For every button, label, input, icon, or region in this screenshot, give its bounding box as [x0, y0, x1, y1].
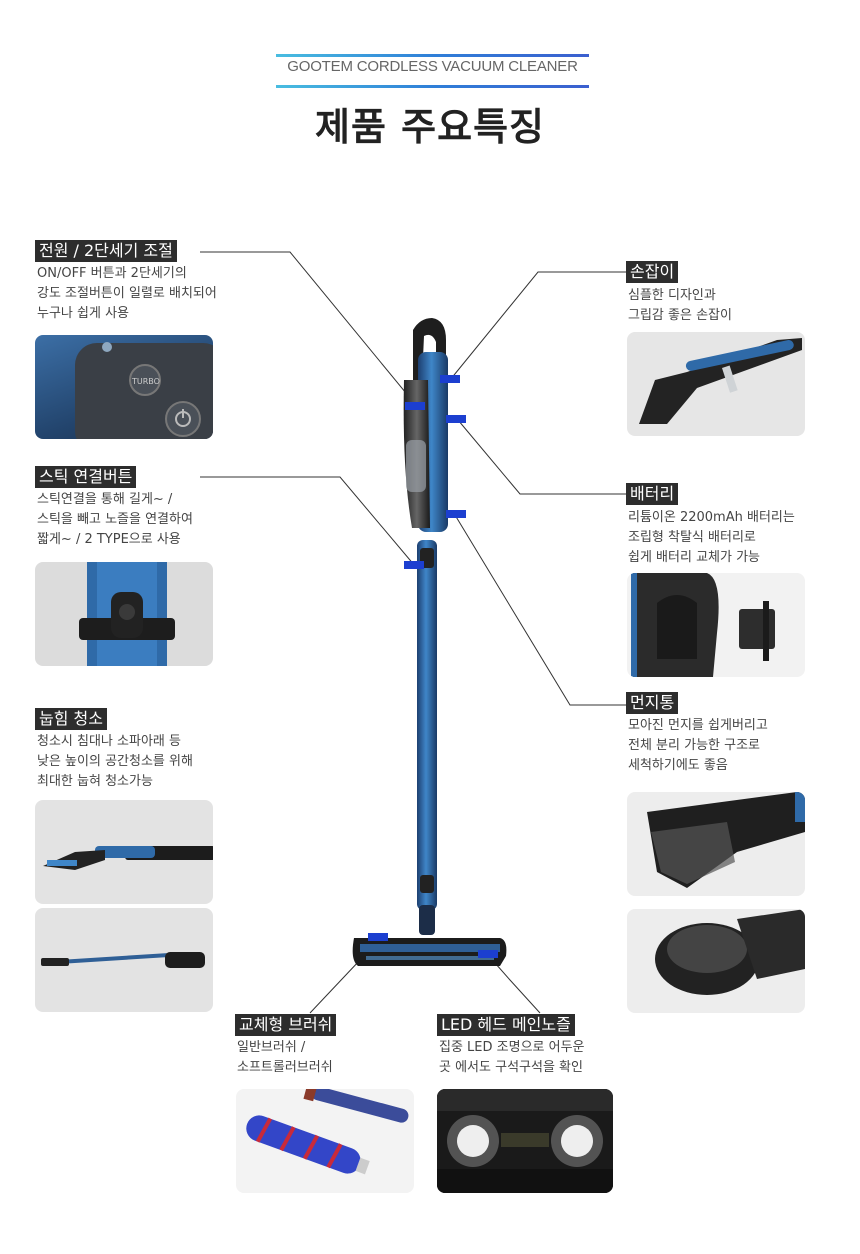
photo-power-buttons: TURBO: [35, 335, 213, 439]
marker-led: [478, 950, 498, 958]
desc-line: 심플한 디자인과: [628, 288, 716, 303]
header-top-line: [276, 54, 589, 57]
desc-line: 강도 조절버튼이 일렬로 배치되어: [37, 286, 217, 301]
photo-handle: [627, 332, 805, 436]
feature-title-brush: 교체형 브러쉬: [235, 1014, 337, 1036]
stick-button-icon: [79, 562, 175, 666]
marker-power: [405, 402, 425, 410]
leader-brush: [309, 939, 376, 1014]
desc-line: 세척하기에도 좋음: [628, 758, 728, 773]
turbo-label: TURBO: [131, 377, 160, 386]
desc-line: 전체 분리 가능한 구조로: [628, 738, 760, 753]
page-title: 제품 주요특징: [315, 105, 545, 149]
marker-stick: [404, 561, 424, 569]
leader-dustbin: [454, 514, 628, 706]
desc-line: 스틱연결을 통해 길게~ /: [37, 492, 173, 507]
feature-title-led: LED 헤드 메인노즐: [437, 1014, 575, 1036]
dustbin-icon: [647, 792, 805, 888]
photo-battery: [627, 573, 805, 677]
feature-title-handle: 손잡이: [626, 261, 679, 283]
feature-title-power: 전원 / 2단세기 조절: [35, 240, 177, 262]
brand-subtitle: GOOTEM CORDLESS VACUUM CLEANER: [287, 58, 578, 75]
photo-stick-button: [35, 562, 213, 666]
photo-led-head: [437, 1089, 613, 1193]
battery-icon: [631, 573, 775, 677]
leader-handle: [449, 271, 628, 381]
marker-handle: [440, 375, 460, 383]
leader-stick: [200, 476, 416, 567]
desc-line: 조립형 착탈식 배터리로: [628, 530, 756, 545]
vacuum-body: [418, 352, 448, 532]
marker-dustbin: [446, 510, 466, 518]
header: GOOTEM CORDLESS VACUUM CLEANER 제품 주요특징: [0, 0, 860, 170]
feature-desc-lying: 청소시 침대나 소파아래 등 낮은 높이의 공간청소를 위해 최대한 눕혀 청소…: [37, 732, 193, 792]
dustbin-open-icon: [655, 909, 805, 995]
desc-line: 일반브러쉬 /: [237, 1040, 306, 1055]
leader-lines: [200, 251, 628, 1014]
photo-brushes: [236, 1089, 414, 1193]
vacuum-handle: [413, 318, 446, 380]
desc-line: 최대한 눕혀 청소가능: [37, 774, 153, 789]
feature-desc-power: ON/OFF 버튼과 2단세기의 강도 조절버튼이 일렬로 배치되어 누구나 쉽…: [37, 264, 217, 324]
feature-desc-dustbin: 모아진 먼지를 쉽게버리고 전체 분리 가능한 구조로 세척하기에도 좋음: [628, 716, 768, 776]
desc-line: 소프트롤러브러쉬: [237, 1060, 333, 1075]
feature-desc-brush: 일반브러쉬 / 소프트롤러브러쉬: [237, 1038, 333, 1078]
feature-desc-battery: 리튬이온 2200mAh 배터리는 조립형 착탈식 배터리로 쉽게 배터리 교체…: [628, 508, 795, 568]
dust-bin: [403, 380, 430, 528]
lying-full-vacuum-icon: [41, 952, 205, 968]
handle-icon: [639, 338, 802, 424]
desc-line: 리튬이온 2200mAh 배터리는: [628, 510, 795, 525]
desc-line: 누구나 쉽게 사용: [37, 306, 129, 321]
desc-line: 모아진 먼지를 쉽게버리고: [628, 718, 768, 733]
floor-head: [352, 938, 507, 966]
desc-line: 청소시 침대나 소파아래 등: [37, 734, 181, 749]
led-lights-icon: [437, 1089, 613, 1193]
leader-power: [200, 251, 416, 405]
feature-title-lying: 눕힘 청소: [35, 708, 107, 730]
leader-battery: [457, 419, 628, 495]
marker-battery: [446, 415, 466, 423]
feature-title-stick: 스틱 연결버튼: [35, 466, 137, 488]
desc-line: 낮은 높이의 공간청소를 위해: [37, 754, 193, 769]
feature-title-dustbin: 먼지통: [626, 692, 679, 714]
photo-dustbin-attached: [627, 792, 805, 896]
feature-desc-handle: 심플한 디자인과 그립감 좋은 손잡이: [628, 286, 732, 326]
desc-line: 집중 LED 조명으로 어두운: [439, 1040, 585, 1055]
feature-title-battery: 배터리: [626, 483, 679, 505]
desc-line: 짧게~ / 2 TYPE으로 사용: [37, 532, 181, 547]
desc-line: 쉽게 배터리 교체가 가능: [628, 550, 760, 565]
desc-line: 곳 에서도 구석구석을 확인: [439, 1060, 583, 1075]
vacuum-tube: [417, 540, 437, 910]
photo-lying-full: [35, 908, 213, 1012]
feature-desc-stick: 스틱연결을 통해 길게~ / 스틱을 빼고 노즐을 연결하여 짧게~ / 2 T…: [37, 490, 193, 550]
desc-line: ON/OFF 버튼과 2단세기의: [37, 266, 187, 281]
desc-line: 스틱을 빼고 노즐을 연결하여: [37, 512, 193, 527]
photo-lying-closeup: [35, 800, 213, 904]
photo-dustbin-open: [627, 909, 805, 1013]
desc-line: 그립감 좋은 손잡이: [628, 308, 732, 323]
leader-led: [487, 954, 541, 1014]
marker-brush: [368, 933, 388, 941]
feature-desc-led: 집중 LED 조명으로 어두운 곳 에서도 구석구석을 확인: [439, 1038, 585, 1078]
header-bottom-line: [276, 85, 589, 88]
lying-vacuum-icon: [43, 846, 213, 870]
brush-rollers-icon: [246, 1089, 409, 1175]
power-button-icon: TURBO: [75, 342, 213, 439]
